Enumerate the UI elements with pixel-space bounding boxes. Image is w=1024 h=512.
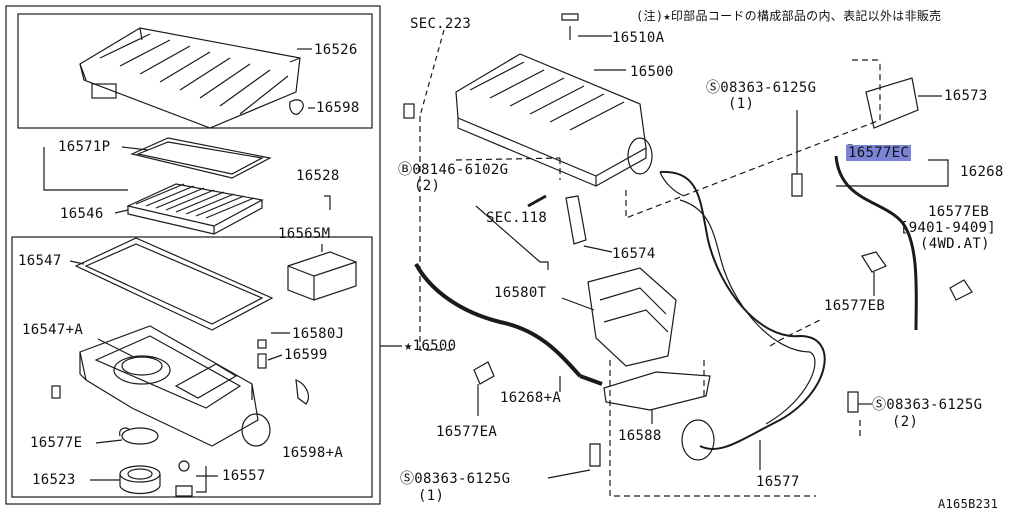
gasket-16571p [130, 137, 272, 179]
seal-16547 [74, 237, 274, 331]
leader-16547a [97, 338, 133, 357]
label-16577eb-range: [9401-9409] [900, 220, 997, 236]
leader-16574 [583, 245, 613, 253]
bolt-08146 [540, 261, 549, 270]
label-16500[interactable]: 16500 [630, 64, 674, 80]
label-08363-top[interactable]: Ⓢ08363-6125G [706, 80, 817, 96]
leader-16528 [324, 195, 331, 210]
clip-16577eb-note [949, 279, 973, 301]
leader-small-parts [267, 332, 290, 361]
cover-box [17, 13, 373, 129]
hose-16268a [414, 263, 582, 378]
clip-16577eb [861, 251, 887, 273]
pin-16599 [257, 353, 267, 369]
clip-16598a [295, 379, 309, 405]
label-08363-bottom[interactable]: Ⓢ08363-6125G [400, 471, 511, 487]
bracket-16571p-16546 [43, 147, 128, 191]
label-16598a[interactable]: 16598+A [282, 445, 344, 461]
label-16574[interactable]: 16574 [612, 246, 656, 262]
label-16577eb[interactable]: 16577EB [824, 298, 886, 314]
dashed-outline-top [625, 60, 881, 219]
bracket-16573 [865, 77, 919, 129]
label-16577[interactable]: 16577 [756, 474, 800, 490]
bracket-16268 [836, 159, 949, 187]
label-16510a[interactable]: 16510A [612, 30, 665, 46]
label-16577e[interactable]: 16577E [30, 435, 83, 451]
bolt-08363-bottom [589, 443, 601, 467]
label-16528[interactable]: 16528 [296, 168, 340, 184]
label-sec223[interactable]: SEC.223 [410, 16, 472, 32]
label-08146-qty: (2) [414, 178, 441, 194]
label-16268[interactable]: 16268 [960, 164, 1004, 180]
clamp-16577e [121, 427, 159, 445]
label-16571p[interactable]: 16571P [58, 139, 111, 155]
label-16573[interactable]: 16573 [944, 88, 988, 104]
drawing-id: A165B231 [938, 497, 999, 511]
leader-sec223 [419, 29, 445, 117]
label-16547a[interactable]: 16547+A [22, 322, 84, 338]
bolt-08363-top [791, 173, 803, 197]
block-16565m [287, 251, 357, 301]
clip-16577ea [473, 361, 495, 385]
label-16577eb-cond: (4WD.AT) [920, 236, 990, 252]
note-text: (注)★印部品コードの構成部品の内、表記以外は非販売 [636, 9, 942, 23]
label-16546[interactable]: 16546 [60, 206, 104, 222]
leader-16577e [95, 439, 123, 444]
bracket-16557 [196, 466, 218, 493]
label-16523[interactable]: 16523 [32, 472, 76, 488]
label-16547[interactable]: 16547 [18, 253, 62, 269]
label-16580t[interactable]: 16580T [494, 285, 547, 301]
label-16526[interactable]: 16526 [314, 42, 358, 58]
label-08363-top-qty: (1) [728, 96, 755, 112]
leader-16547 [69, 260, 85, 265]
dashed-outline-bottom [609, 360, 816, 497]
label-16577eb-note[interactable]: 16577EB [928, 204, 990, 220]
bolt-16510a [561, 13, 579, 40]
clip-16580j [257, 339, 267, 349]
airbox-16500-drawing [455, 53, 653, 187]
lower-housing-drawing [51, 325, 271, 447]
label-08363-bottom-qty: (1) [418, 488, 445, 504]
label-star16500[interactable]: ★16500 [404, 338, 457, 354]
label-16577ec[interactable]: 16577EC [846, 145, 912, 161]
label-16599[interactable]: 16599 [284, 347, 328, 363]
label-16598[interactable]: 16598 [316, 100, 360, 116]
leader-16571p [121, 146, 149, 151]
label-08363-right[interactable]: Ⓢ08363-6125G [872, 397, 983, 413]
label-16577ea[interactable]: 16577EA [436, 424, 498, 440]
grommet-16557-b [175, 485, 193, 497]
label-16557[interactable]: 16557 [222, 468, 266, 484]
label-08146[interactable]: Ⓑ08146-6102G [398, 162, 509, 178]
label-sec118[interactable]: SEC.118 [486, 210, 548, 226]
part-sec223 [403, 103, 415, 119]
label-16588[interactable]: 16588 [618, 428, 662, 444]
leader-16546 [114, 209, 129, 214]
leader-16580t [561, 297, 595, 311]
bracket-16574 [565, 195, 587, 245]
upper-cover-drawing [79, 27, 304, 129]
label-16268a[interactable]: 16268+A [500, 390, 562, 406]
dashed-outline-left [419, 116, 456, 351]
resonator-16580t [587, 267, 677, 367]
label-16565m[interactable]: 16565M [278, 226, 331, 242]
housing-box [11, 236, 373, 498]
duct-16577 [659, 170, 826, 451]
bracket-16588 [603, 371, 711, 411]
label-08363-right-qty: (2) [892, 414, 919, 430]
grommet-16557-a [178, 460, 190, 472]
leader-08363-bottom [547, 469, 591, 479]
arrow-sec118 [527, 194, 547, 208]
highlight-16577ec[interactable]: 16577EC [846, 145, 912, 161]
filter-element-16546 [126, 183, 264, 235]
bolt-08363-right [847, 391, 859, 413]
leader-08146 [475, 205, 541, 263]
left-frame [5, 5, 381, 505]
label-16580j[interactable]: 16580J [292, 326, 345, 342]
